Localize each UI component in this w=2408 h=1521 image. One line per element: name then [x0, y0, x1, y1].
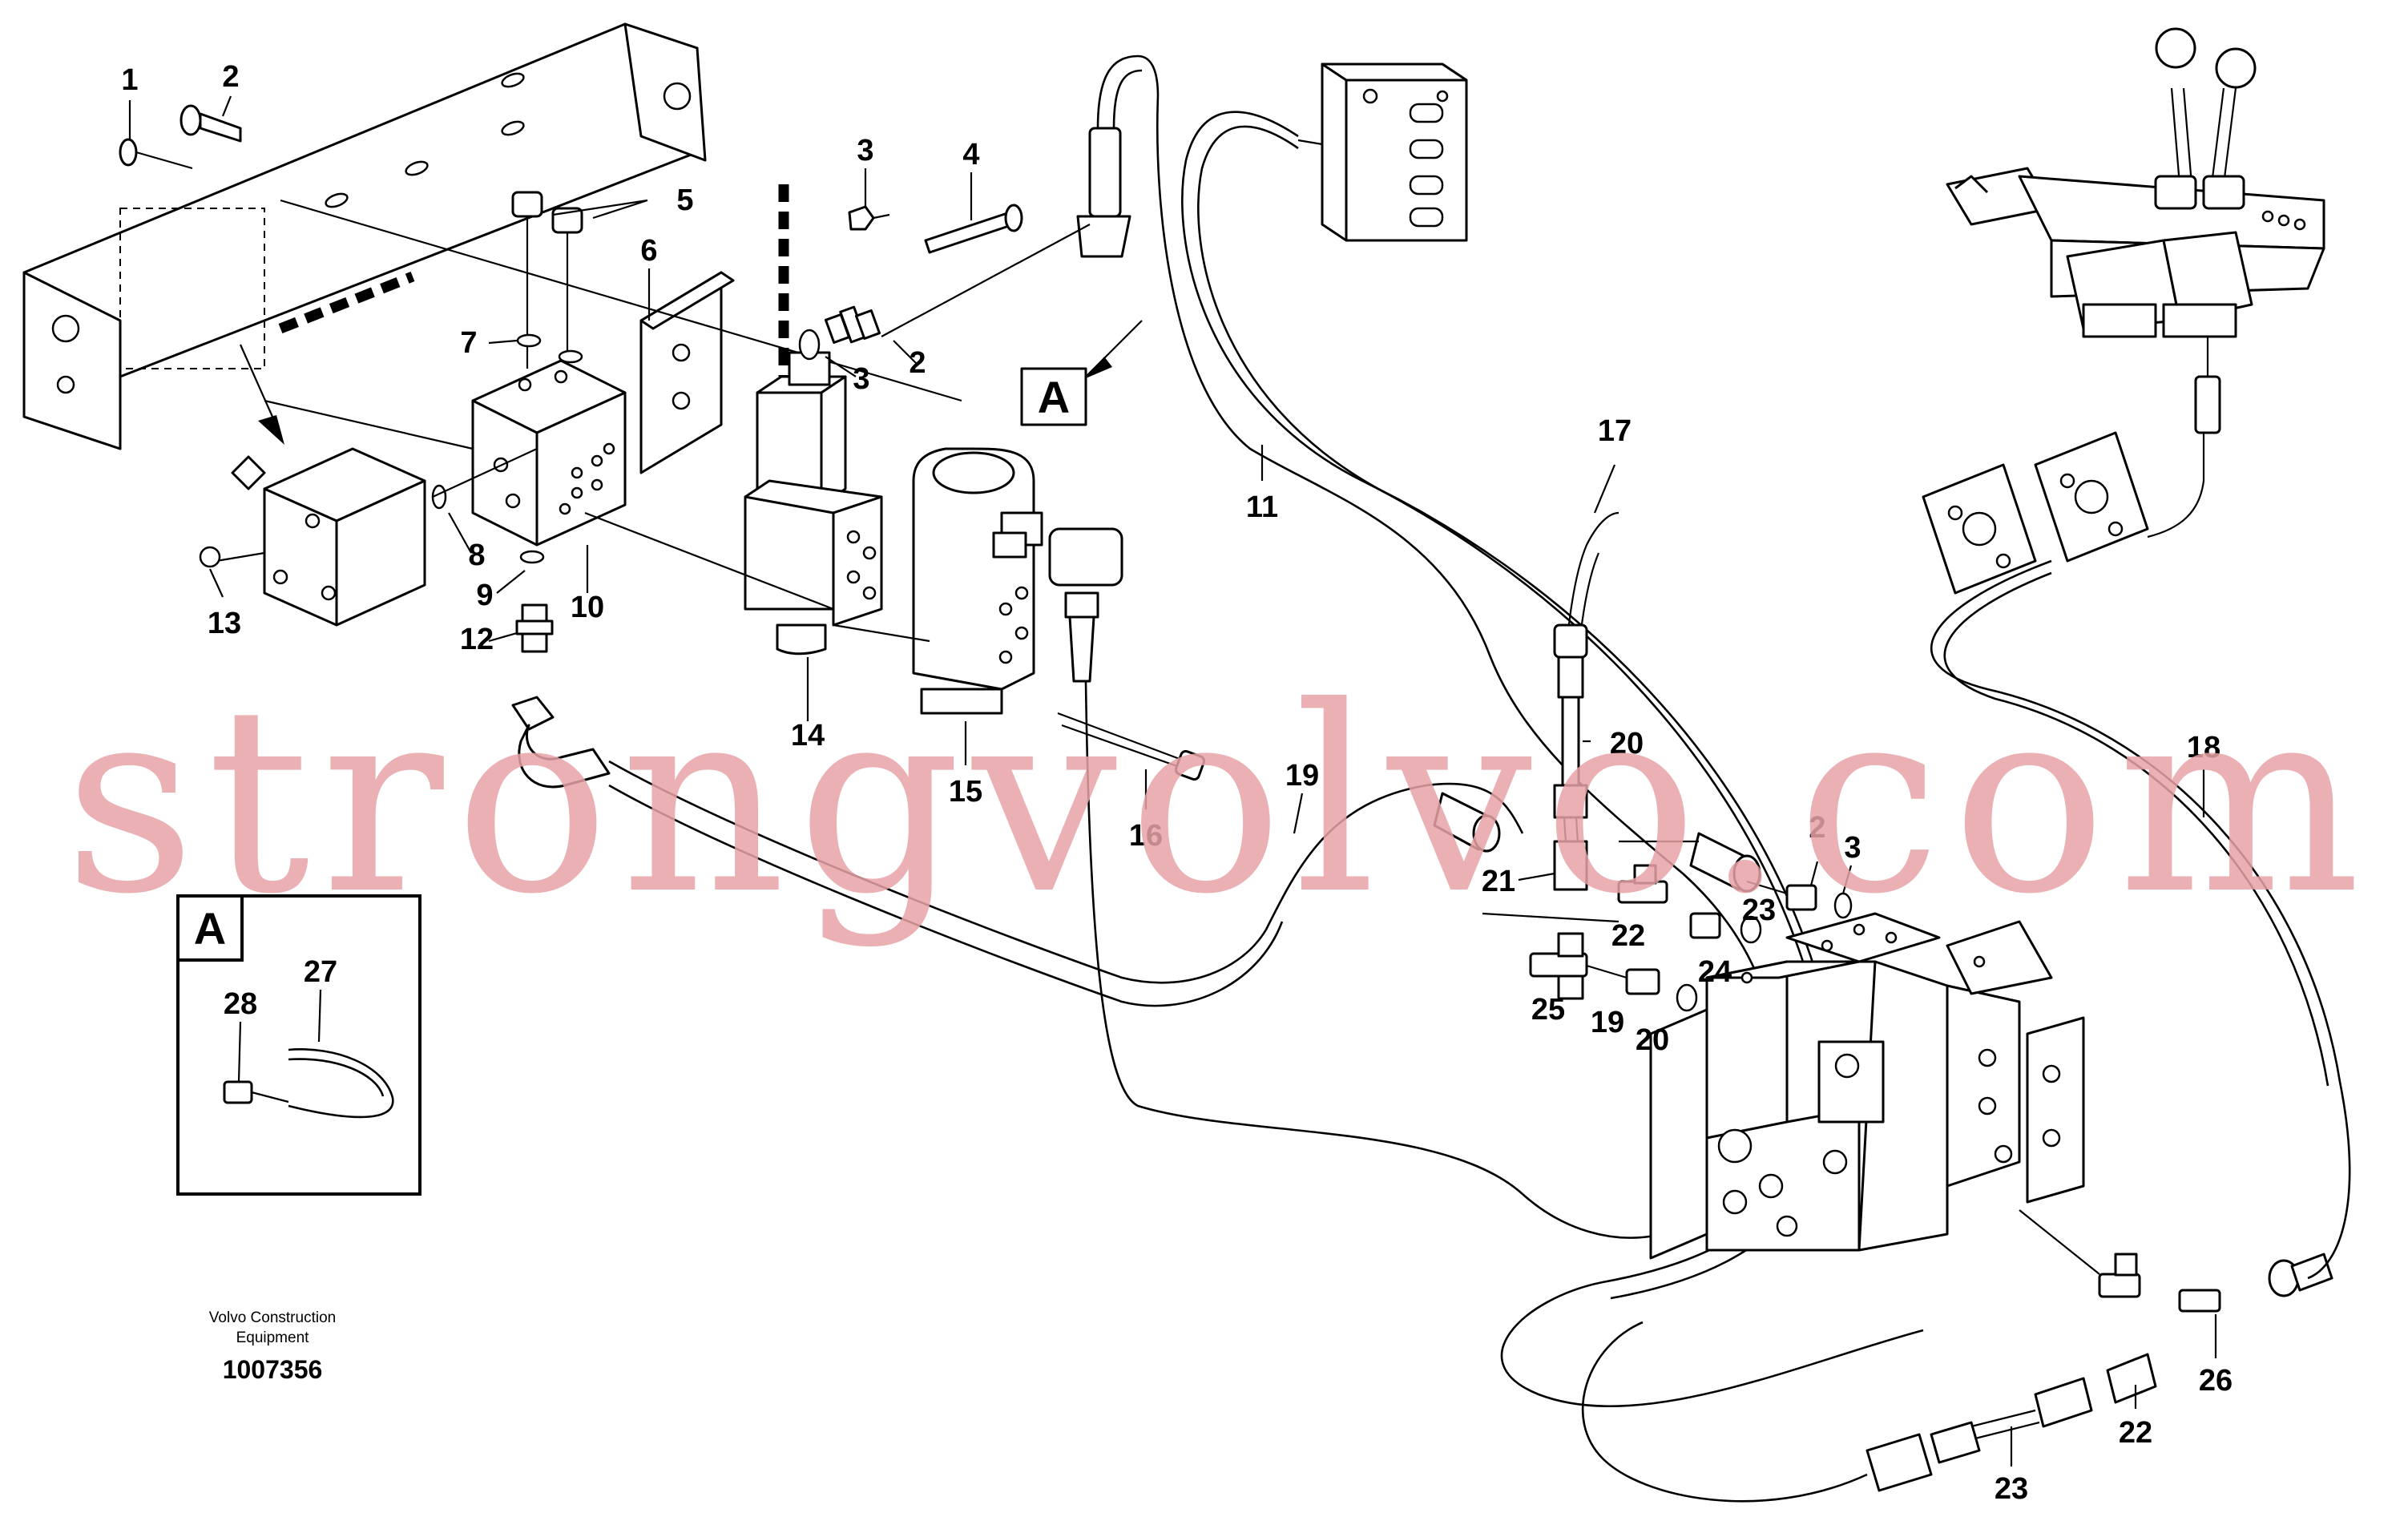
label-19: 24	[1698, 955, 1732, 989]
bolt-8	[119, 138, 193, 170]
part-number-labels: 1 2 3 4 5 6 7 2 3 8 9 10 12 13 14 15 16 …	[121, 60, 2233, 1506]
label-13: 13	[208, 607, 241, 640]
label-1: 11	[1246, 490, 1278, 524]
detail-tag: A	[1038, 372, 1070, 422]
label-15: 5	[676, 184, 693, 217]
label-18: 22	[1611, 919, 1645, 953]
label-4: 10	[571, 591, 604, 624]
main-valve-assembly	[1649, 912, 2085, 1260]
label-7: 16	[1129, 819, 1163, 853]
caption-line1: Volvo Construction	[209, 1309, 336, 1326]
leader	[584, 511, 834, 611]
label-23: 20	[1610, 727, 1644, 760]
o-ring-3	[519, 550, 545, 564]
label-21: 25	[1531, 993, 1565, 1027]
document-number: 1007356	[223, 1355, 323, 1384]
label-28: 28	[224, 987, 257, 1021]
detail-callout-a: A	[1020, 320, 1143, 426]
fitting-19b	[1625, 968, 1698, 1012]
label-9: 2	[222, 60, 239, 94]
hose-25	[1930, 559, 2351, 1280]
electrical-connector	[1048, 527, 1123, 683]
label-19-lower: 19	[1591, 1006, 1624, 1039]
fitting-23-lower	[1865, 1377, 2093, 1492]
o-ring-16b	[558, 349, 583, 364]
label-2: 12	[460, 623, 494, 656]
caption: Volvo Construction Equipment 1007356	[209, 1309, 336, 1384]
control-lever-unit	[1946, 27, 2325, 338]
detail-box-a: A	[176, 894, 422, 1196]
fitting-22	[1553, 840, 1588, 891]
label-26: 17	[1598, 414, 1632, 448]
adapter-block-13	[199, 447, 426, 627]
hose-23-lower	[1582, 1321, 1868, 1503]
label-20-lower: 20	[1636, 1023, 1669, 1057]
caption-line2: Equipment	[236, 1329, 310, 1346]
leader	[280, 199, 962, 402]
hose-end-fittings	[1433, 792, 1853, 919]
label-22-lower: 22	[2119, 1416, 2152, 1450]
fitting-23	[1553, 623, 1588, 819]
fitting-22-lower	[2106, 1353, 2157, 1404]
plate-11	[639, 271, 735, 474]
label-2-upper: 2	[909, 346, 926, 380]
label-16: 7	[460, 326, 477, 360]
nut-10	[848, 205, 890, 231]
leader	[1482, 912, 1619, 923]
label-11: 6	[640, 234, 657, 268]
solenoid-valve-5	[744, 351, 883, 656]
o-ring-16	[516, 333, 542, 348]
connector-plugs	[1922, 337, 2221, 595]
hose-upper	[881, 54, 1160, 337]
solenoid-valve-6	[912, 447, 1043, 715]
label-25: 18	[2187, 731, 2220, 765]
label-23-lower: 23	[1995, 1472, 2028, 1506]
leader	[833, 623, 930, 643]
detail-box-tag: A	[194, 903, 226, 954]
label-3-right: 3	[1844, 831, 1861, 865]
fitting-18	[1617, 864, 1668, 904]
label-12: 4	[962, 138, 979, 171]
label-10: 3	[857, 134, 873, 167]
valve-block-4	[471, 359, 627, 547]
callout-leaders	[128, 95, 2217, 1467]
label-3: 9	[476, 579, 493, 612]
fitting-21	[1529, 932, 1588, 1000]
label-20: 23	[1742, 894, 1776, 927]
arrow-head	[258, 415, 284, 445]
nipple-2-upper	[824, 305, 881, 345]
label-17: 19	[1285, 759, 1319, 793]
plug-15	[511, 191, 583, 369]
leader	[1586, 964, 1628, 979]
fitting-24	[2019, 1209, 2333, 1313]
label-27: 27	[304, 955, 337, 989]
watermark: strongvolvo.com	[64, 652, 2372, 950]
hose-25b	[1943, 571, 2329, 1087]
label-3-upper: 3	[853, 362, 869, 396]
mounting-bracket	[22, 22, 707, 450]
label-24: 26	[2199, 1364, 2233, 1398]
label-14: 8	[468, 539, 485, 572]
label-5: 14	[791, 719, 825, 752]
bolt-7	[1057, 712, 1206, 781]
o-ring-3-upper	[798, 329, 821, 361]
switch-box	[1297, 63, 1468, 242]
arrow-line	[239, 344, 274, 418]
label-8: 1	[121, 63, 138, 97]
hose-17	[511, 696, 1524, 1007]
label-2-right: 2	[1809, 811, 1825, 845]
label-6: 15	[949, 775, 982, 809]
bolt-9	[179, 104, 242, 143]
leader	[432, 448, 538, 498]
label-22: 21	[1482, 865, 1515, 898]
fitting-19	[1689, 912, 1762, 944]
screw-12	[924, 204, 1023, 254]
nipple-2-lower	[515, 603, 554, 653]
leader	[264, 399, 474, 450]
